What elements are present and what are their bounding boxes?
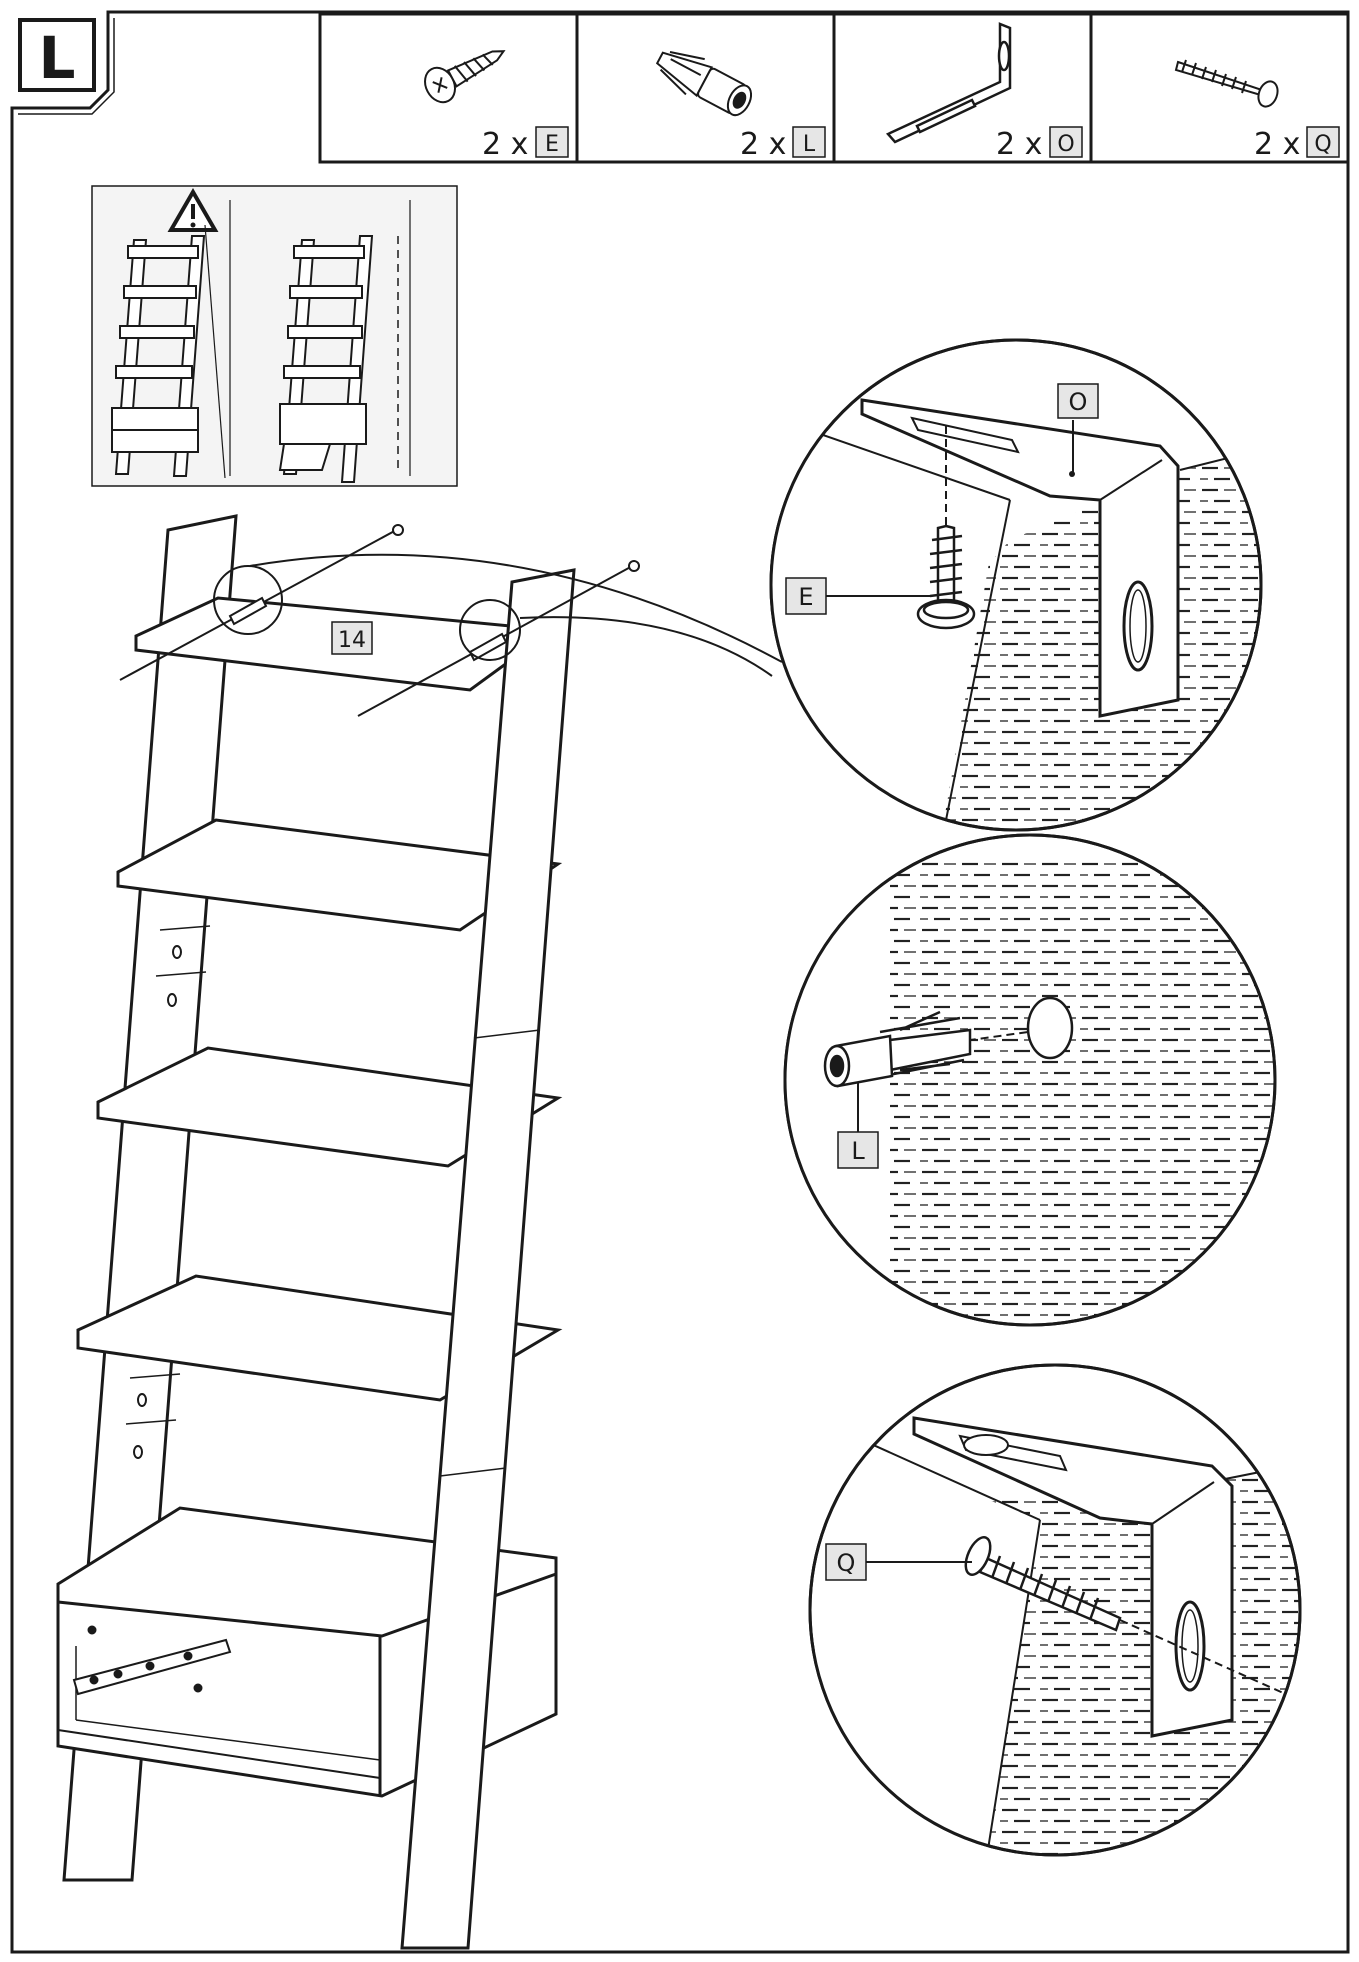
top-fixings: [119, 524, 640, 717]
detail-wall-plug: L: [783, 833, 1277, 1327]
shelf-label-box: [331, 621, 373, 655]
screw-E-icon: [916, 524, 976, 630]
label-box-L: [837, 1131, 879, 1169]
label-Q: Q: [837, 1549, 856, 1577]
part-cell-L: 2 x L: [655, 51, 826, 162]
part-code: L: [803, 132, 816, 157]
label-E: E: [798, 583, 813, 611]
step-box: [18, 18, 96, 92]
label-L: L: [851, 1137, 865, 1165]
page-frame-inner: [18, 18, 115, 115]
shelf-label: 14: [338, 628, 366, 653]
part-code-box: [535, 126, 569, 158]
part-code-box: [1049, 126, 1083, 158]
detail-wall-screw: Q: [808, 1363, 1302, 1857]
part-quantity: 2 x: [482, 127, 528, 162]
label-box-O: [1057, 383, 1099, 419]
mini-shelf-fixed: [278, 200, 411, 483]
part-code: O: [1057, 132, 1074, 157]
parts-table: 2 x E 2 x L 2 x O: [318, 12, 1350, 164]
wood-screw-icon: [424, 50, 506, 104]
angle-bracket-icon: [885, 22, 1012, 144]
detail-bracket-screw: O E: [769, 338, 1263, 832]
label-O: O: [1069, 388, 1088, 416]
label-box-Q: [825, 1543, 867, 1581]
ladder-shelf: [56, 514, 640, 1950]
wall-plug-icon: [655, 51, 753, 117]
plug-L-icon: [823, 1010, 972, 1088]
part-code-box: [1306, 126, 1340, 158]
part-code-box: [792, 126, 826, 158]
label-box-E: [785, 577, 827, 615]
part-quantity: 2 x: [740, 127, 786, 162]
callout-line: [249, 553, 783, 663]
mini-shelf-unfixed: [111, 200, 231, 479]
warning-triangle-icon: [167, 188, 219, 232]
part-code: Q: [1314, 132, 1331, 157]
page-frame: [10, 10, 1350, 1954]
long-screw-icon: [1174, 59, 1279, 108]
part-cell-O: 2 x O: [885, 22, 1083, 162]
part-cell-Q: 2 x Q: [1174, 59, 1340, 162]
callout-line: [519, 616, 773, 677]
part-cell-E: 2 x E: [424, 50, 569, 162]
part-code: E: [545, 132, 559, 157]
part-quantity: 2 x: [1254, 127, 1300, 162]
warning-inset: [91, 185, 458, 487]
screw-Q-icon: [964, 1536, 1122, 1632]
part-quantity: 2 x: [996, 127, 1042, 162]
step-letter: L: [39, 24, 76, 92]
